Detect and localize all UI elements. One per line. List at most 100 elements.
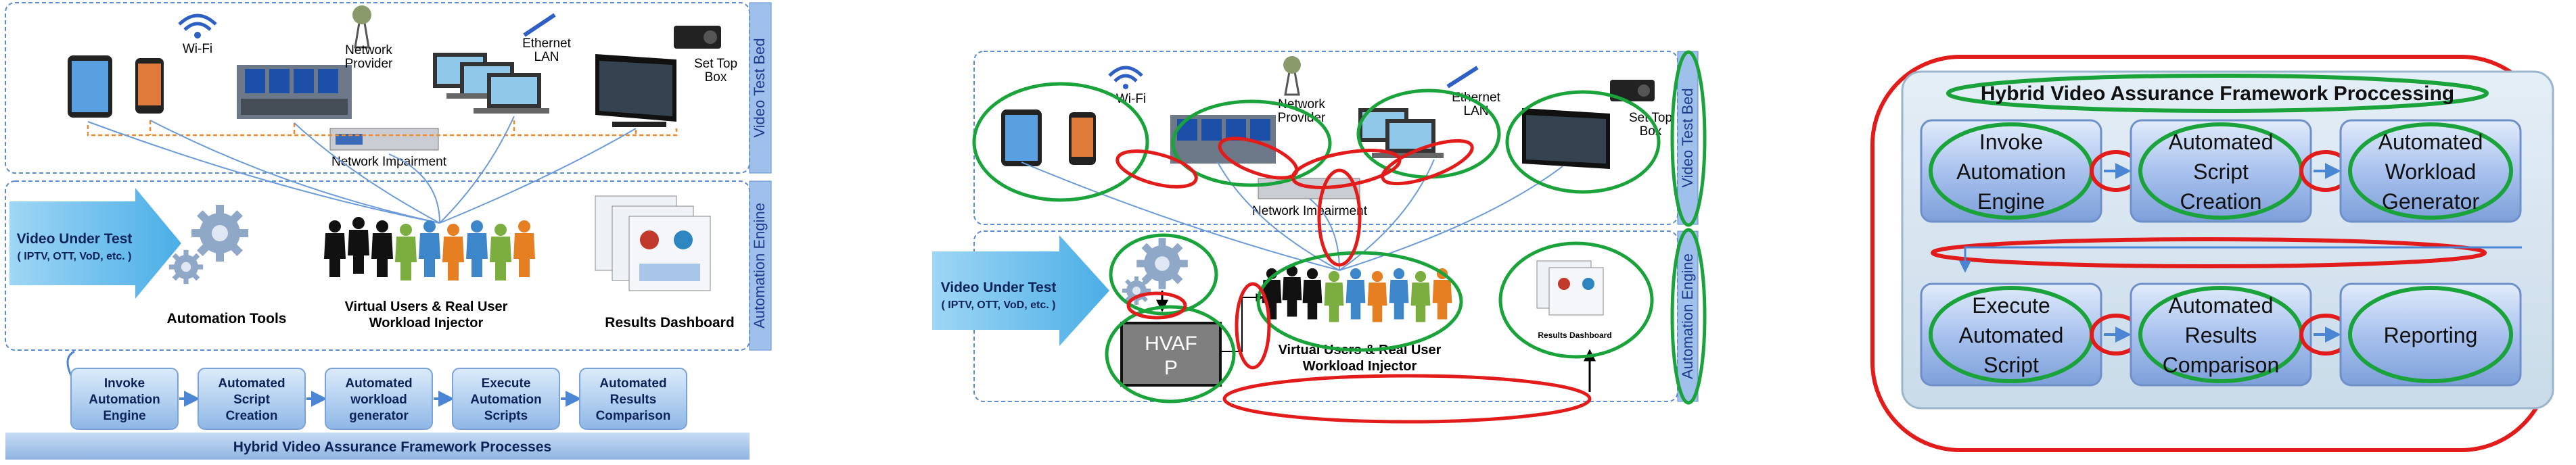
- processing-step-6-line-1: Reporting: [2384, 323, 2478, 347]
- process-step-2-line-3: Creation: [225, 409, 277, 423]
- users-crowd-icon-2: [1262, 265, 1452, 322]
- network-provider-label-line2: Provider: [345, 57, 393, 71]
- processing-step-5-line-1: Automated: [2169, 293, 2274, 318]
- ethernet-label-line1: Ethernet: [522, 36, 572, 51]
- results-dashboard-icon-2: [1536, 260, 1604, 316]
- process-step-2-line-2: Script: [233, 393, 271, 407]
- panel-1-framework-diagram: Video Test Bed Automation Engine Wi-Fi: [5, 2, 772, 460]
- footer-title: Hybrid Video Assurance Framework Process…: [233, 439, 551, 455]
- wifi-icon-2: [1108, 66, 1143, 89]
- video-under-test-subtitle: ( IPTV, OTT, VoD, etc. ): [18, 251, 132, 262]
- orange-dashed-links: [87, 120, 678, 137]
- process-step-5-line-3: Comparison: [596, 409, 671, 423]
- process-step-3-line-3: generator: [349, 409, 409, 423]
- test-bed-side-tab: [749, 2, 772, 174]
- video-under-test-subtitle-2: ( IPTV, OTT, VoD, etc. ): [942, 299, 1056, 311]
- set-top-box-label-line1: Set Top: [694, 57, 737, 71]
- television-icon: [595, 54, 676, 127]
- server-rack-icon: [237, 65, 352, 119]
- set-top-box-icon: [674, 26, 721, 49]
- ethernet-label-2-line1: Ethernet: [1452, 91, 1501, 105]
- television-icon-2: [1522, 108, 1610, 169]
- row-connector-red-ellipse: [1931, 237, 2487, 268]
- processing-step-6: Reporting: [2339, 283, 2522, 387]
- network-impairment-device-icon-2: [1258, 178, 1360, 199]
- network-provider-label-line1: Network: [345, 43, 392, 57]
- network-impairment-device-icon: [329, 128, 439, 151]
- set-top-box-label-line2: Box: [705, 70, 727, 84]
- ethernet-cable-icon-2: [1446, 66, 1479, 89]
- network-provider-tower-icon: [352, 5, 371, 49]
- ethernet-cable-icon: [523, 13, 556, 37]
- automation-engine-side-label-2: Automation Engine: [1679, 253, 1696, 379]
- panel-3-processing-steps: Hybrid Video Assurance Framework Procces…: [1870, 55, 2554, 452]
- footer-bar: [5, 433, 750, 460]
- automation-engine-side-tab-2: [1677, 230, 1699, 402]
- red-highlight-ellipses: [1116, 137, 1592, 424]
- laptops-icon: [433, 53, 549, 114]
- process-step-4-line-3: Scripts: [484, 409, 528, 423]
- smartphone-icon: [135, 58, 164, 114]
- video-under-test-arrow: [9, 188, 181, 299]
- virtual-users-label-line2: Workload Injector: [369, 316, 484, 331]
- automation-engine-side-tab: [749, 180, 772, 351]
- process-step-1-line-1: Invoke: [104, 376, 145, 391]
- processing-step-2-line-2: Script: [2193, 160, 2249, 184]
- process-step-5-line-1: Automated: [599, 376, 666, 391]
- user-to-device-links: [87, 116, 637, 224]
- process-step-2-line-1: Automated: [218, 376, 285, 391]
- process-step-4-line-2: Automation: [470, 393, 542, 407]
- hvafp-box: [1120, 322, 1222, 387]
- tablet-icon-2: [1001, 109, 1042, 166]
- video-under-test-title: Video Under Test: [17, 231, 133, 247]
- processing-steps: InvokeAutomationEngineAutomatedScriptCre…: [1920, 119, 2522, 387]
- results-dashboard-label: Results Dashboard: [605, 315, 734, 331]
- panel-2-highlighted-diagram: Video Test Bed Automation Engine Wi-Fi: [932, 50, 1707, 424]
- virtual-users-label-2-line2: Workload Injector: [1303, 359, 1417, 374]
- network-provider-tower-icon-2: [1283, 56, 1301, 96]
- process-step-5-line-2: Results: [610, 393, 657, 407]
- processing-step-5-line-3: Comparison: [2163, 353, 2280, 377]
- processing-step-3-line-1: Automated: [2378, 130, 2483, 154]
- results-dashboard-label-2: Results Dashboard: [1538, 331, 1611, 340]
- processing-step-1-line-3: Engine: [1977, 189, 2045, 214]
- hvafp-label-line2: P: [1164, 357, 1178, 379]
- process-step-3: Automated workload generator: [325, 368, 433, 430]
- video-under-test-arrow-2: [932, 235, 1109, 346]
- process-step-1-line-2: Automation: [89, 393, 160, 407]
- green-highlight-ellipses: [972, 50, 1707, 405]
- process-step-3-line-1: Automated: [345, 376, 412, 391]
- network-impairment-label: Network Impairment: [331, 155, 447, 169]
- processing-title: Hybrid Video Assurance Framework Procces…: [1981, 82, 2454, 105]
- processing-step-2-line-1: Automated: [2169, 130, 2274, 154]
- processing-step-5-line-2: Results: [2185, 323, 2257, 347]
- processing-step-4-line-3: Script: [1983, 353, 2039, 377]
- row-connector-arrow: [1959, 246, 2522, 273]
- processing-step-4-line-1: Execute: [1972, 293, 2050, 318]
- virtual-users-label-line1: Virtual Users & Real User: [345, 299, 508, 314]
- tablet-icon: [68, 55, 112, 118]
- results-dashboard-icon: [595, 195, 711, 291]
- test-bed-side-label: Video Test Bed: [751, 38, 768, 137]
- wifi-icon: [178, 14, 217, 39]
- process-step-3-line-2: workload: [350, 393, 407, 407]
- ethernet-label-line2: LAN: [534, 50, 559, 64]
- process-step-1-line-3: Engine: [103, 409, 145, 423]
- processing-step-2-line-3: Creation: [2180, 189, 2262, 214]
- processing-step-1-line-2: Automation: [1956, 160, 2066, 184]
- automation-engine-side-label: Automation Engine: [751, 203, 768, 328]
- processing-step-3-line-2: Workload: [2385, 160, 2477, 184]
- network-impairment-label-2: Network Impairment: [1252, 204, 1368, 218]
- video-under-test-title-2: Video Under Test: [941, 280, 1057, 295]
